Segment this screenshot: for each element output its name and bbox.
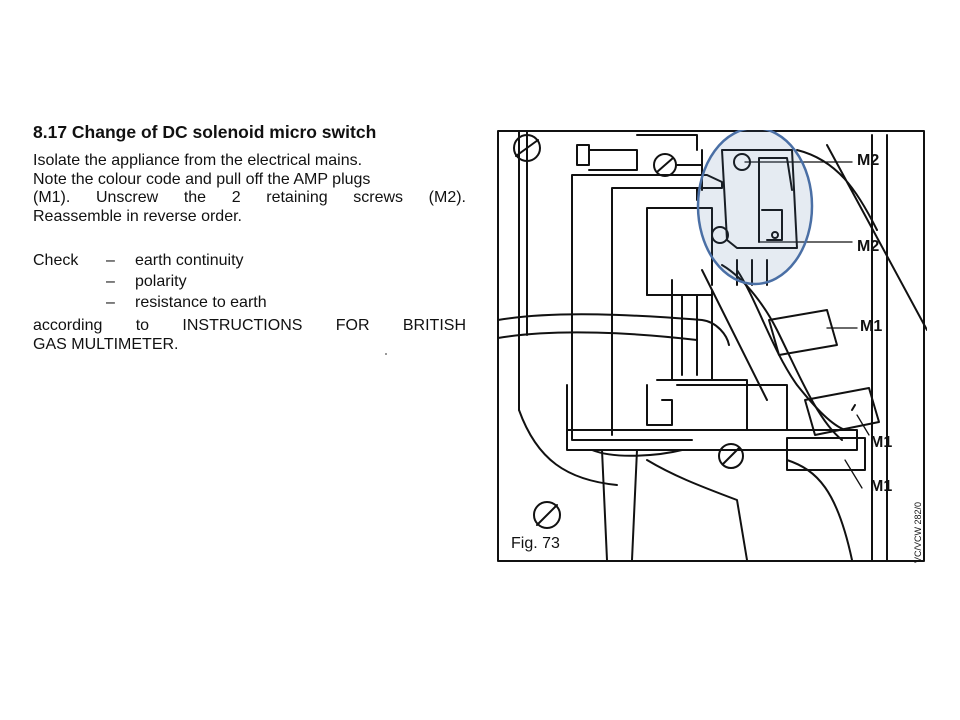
lower-housing [676, 384, 788, 431]
highlight-overlay [696, 130, 814, 286]
frame-line [518, 130, 528, 411]
list-dash: – [106, 294, 115, 311]
frame-line [518, 409, 618, 486]
leader-line [844, 459, 863, 489]
bracket-part [636, 134, 698, 151]
scan-speck [385, 353, 387, 355]
check-label: Check [33, 252, 79, 269]
instruction-line: Reassemble in reverse order. [33, 207, 242, 225]
wire [796, 144, 927, 331]
closing-paragraph: according to INSTRUCTIONS FOR BRITISH GA… [33, 316, 473, 354]
section-heading: 8.17 Change of DC solenoid micro switch [33, 122, 377, 142]
terminal-block [681, 294, 698, 376]
screw-slot [722, 447, 740, 465]
callout-m1: M1 [870, 434, 893, 451]
switch-pin [771, 231, 779, 239]
pipe [601, 449, 638, 561]
figure-reference: VC/VCW 282/0 [913, 501, 923, 563]
micro-switch [761, 209, 783, 241]
cable [497, 331, 698, 341]
wire [736, 269, 846, 431]
callout-m1: M1 [870, 478, 893, 495]
screw-head [513, 134, 541, 162]
check-item-text: resistance to earth [135, 294, 267, 311]
screw-slot [656, 157, 674, 173]
technical-figure: Fig. 73 M2 M2 M1 M1 M1 [497, 130, 927, 562]
lower-housing [566, 379, 748, 431]
cable [497, 313, 730, 346]
wire [701, 269, 768, 401]
solenoid-body [611, 187, 698, 436]
figure-border [497, 130, 925, 562]
figure-caption: Fig. 73 [509, 535, 562, 553]
screw-slot [536, 504, 558, 526]
micro-switch [758, 157, 793, 243]
bracket-part [588, 149, 638, 171]
callout-m2: M2 [857, 152, 880, 169]
frame-line [871, 134, 888, 561]
closing-line: GAS MULTIMETER. [33, 336, 179, 353]
solenoid-body [571, 174, 723, 441]
amp-plug [786, 437, 866, 471]
leader-line [856, 414, 870, 436]
callout-m1: M1 [860, 318, 883, 335]
plug-mark [851, 404, 856, 411]
micro-switch [721, 149, 798, 249]
base-plate [566, 429, 858, 451]
closing-line: according to INSTRUCTIONS FOR BRITISH [33, 317, 466, 334]
check-item-text: earth continuity [135, 252, 244, 269]
instruction-line: (M1). Unscrew the 2 retaining screws (M2… [33, 189, 466, 206]
lower-housing [646, 384, 673, 426]
screw-head [533, 501, 561, 529]
screw-slot [515, 139, 539, 157]
instruction-line: Note the colour code and pull off the AM… [33, 170, 371, 188]
retaining-screw [711, 226, 729, 244]
amp-plug [768, 309, 838, 356]
list-dash: – [106, 252, 115, 269]
bracket-part [576, 144, 590, 166]
check-item-text: polarity [135, 273, 187, 290]
amp-plug [804, 387, 880, 436]
bracket-part [676, 149, 703, 191]
instructions-paragraph: Isolate the appliance from the electrica… [33, 152, 473, 226]
solenoid-diagram [497, 130, 927, 562]
screw-head [718, 443, 744, 469]
pipe [646, 459, 748, 561]
instruction-line: Isolate the appliance from the electrica… [33, 152, 363, 169]
callout-m2: M2 [857, 238, 880, 255]
list-dash: – [106, 273, 115, 290]
wire [786, 459, 853, 561]
pipe [591, 449, 683, 457]
